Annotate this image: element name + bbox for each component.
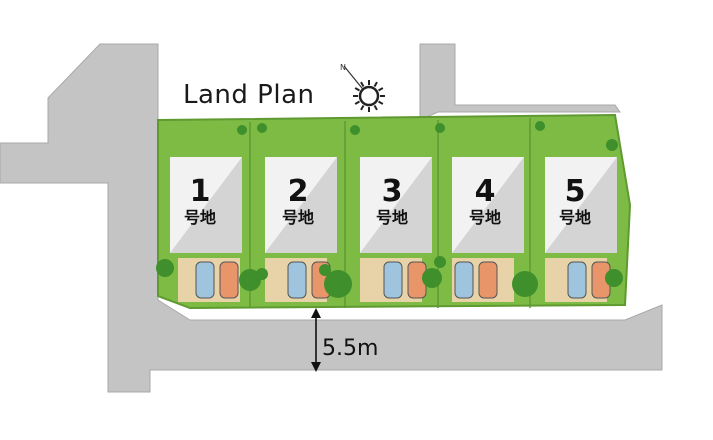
tree [512, 271, 538, 297]
lot-label-1: 1 号地 [170, 176, 230, 228]
lot-label-3: 3 号地 [362, 176, 422, 228]
road-width-label: 5.5m [322, 336, 379, 361]
tree [324, 270, 352, 298]
lot-unit: 号地 [468, 208, 501, 227]
cars [195, 261, 611, 299]
house-4 [452, 157, 524, 253]
tree [435, 123, 445, 133]
car [219, 261, 239, 299]
lot-number: 4 [474, 174, 496, 209]
svg-text:N: N [340, 63, 346, 72]
car [195, 261, 215, 299]
lot-number: 3 [381, 174, 403, 209]
tree [422, 268, 442, 288]
page-title: Land Plan [183, 80, 315, 110]
car [383, 261, 403, 299]
car [454, 261, 474, 299]
tree [239, 269, 261, 291]
tree [350, 125, 360, 135]
house-5 [545, 157, 617, 253]
lot-unit: 号地 [375, 208, 408, 227]
lot-number: 2 [287, 174, 309, 209]
car [287, 261, 307, 299]
lot-label-2: 2 号地 [268, 176, 328, 228]
car [567, 261, 587, 299]
lot-unit: 号地 [558, 208, 591, 227]
tree [434, 256, 446, 268]
tree [156, 259, 174, 277]
house-1 [170, 157, 242, 253]
tree [237, 125, 247, 135]
tree [257, 123, 267, 133]
lot-unit: 号地 [281, 208, 314, 227]
car [478, 261, 498, 299]
road-area-north [419, 43, 621, 121]
tree [256, 268, 268, 280]
lot-label-4: 4 号地 [455, 176, 515, 228]
tree [535, 121, 545, 131]
lot-unit: 号地 [183, 208, 216, 227]
road-area [0, 43, 663, 393]
tree [605, 269, 623, 287]
sun-icon [353, 80, 385, 112]
trees [156, 121, 623, 298]
tree [606, 139, 618, 151]
house-3 [360, 157, 432, 253]
houses [170, 157, 617, 253]
lot-number: 1 [189, 174, 211, 209]
dimension-arrow-icon [311, 308, 321, 372]
tree [319, 264, 331, 276]
lot-label-5: 5 号地 [545, 176, 605, 228]
house-2 [265, 157, 337, 253]
lot-number: 5 [564, 174, 586, 209]
